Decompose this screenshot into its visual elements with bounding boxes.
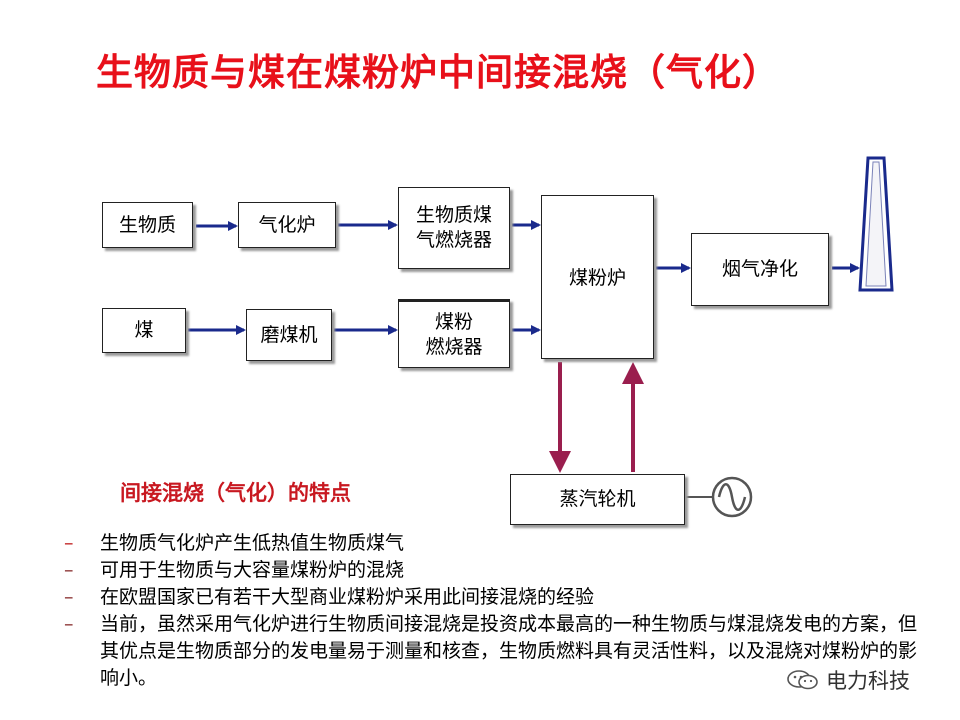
bullet-marker: – <box>64 532 74 554</box>
wechat-icon <box>787 670 818 690</box>
turbine-label: 蒸汽轮机 <box>559 488 636 510</box>
list-item: – 在欧盟国家已有若干大型商业煤粉炉采用此间接混烧的经验 <box>62 584 932 611</box>
flue-cleaning-box: 烟气净化 <box>691 233 829 306</box>
feature-list: – 生物质气化炉产生低热值生物质煤气 – 可用于生物质与大容量煤粉炉的混烧 – 在欧盟… <box>62 530 932 692</box>
biomass-box: 生物质 <box>102 202 193 248</box>
bullet-text: 生物质气化炉产生低热值生物质煤气 <box>100 532 405 554</box>
list-item: – 当前，虽然采用气化炉进行生物质间接混烧是投资成本最高的一种生物质与煤混烧发电的… <box>62 611 932 692</box>
gasifier-box: 气化炉 <box>238 202 336 248</box>
coal-box: 煤 <box>102 308 186 353</box>
list-item: – 可用于生物质与大容量煤粉炉的混烧 <box>62 557 932 584</box>
biomass-label: 生物质 <box>118 213 176 236</box>
biogas-burner-label: 生物质煤 气燃烧器 <box>415 204 492 251</box>
boiler-box: 煤粉炉 <box>541 195 654 359</box>
bullet-text: 当前，虽然采用气化炉进行生物质间接混烧是投资成本最高的一种生物质与煤混烧发电的方… <box>100 613 918 689</box>
bullet-marker: – <box>64 613 74 635</box>
mill-label: 磨煤机 <box>260 323 318 346</box>
chimney-icon <box>858 156 894 292</box>
boiler-label: 煤粉炉 <box>568 267 626 289</box>
page-title: 生物质与煤在煤粉炉中间接混烧（气化） <box>96 51 780 94</box>
flue-cleaning-label: 烟气净化 <box>721 258 798 280</box>
bullet-text: 可用于生物质与大容量煤粉炉的混烧 <box>100 559 405 581</box>
bullet-text: 在欧盟国家已有若干大型商业煤粉炉采用此间接混烧的经验 <box>100 586 595 608</box>
features-subtitle: 间接混烧（气化）的特点 <box>120 481 351 505</box>
gasifier-label: 气化炉 <box>258 213 316 236</box>
coal-label: 煤 <box>134 319 154 341</box>
bullet-marker: – <box>64 586 74 608</box>
list-item: – 生物质气化炉产生低热值生物质煤气 <box>62 530 932 557</box>
mill-box: 磨煤机 <box>246 309 332 361</box>
watermark-text: 电力科技 <box>826 669 910 693</box>
biogas-burner-box: 生物质煤 气燃烧器 <box>398 187 510 269</box>
generator-icon <box>711 476 753 518</box>
turbine-box: 蒸汽轮机 <box>510 474 685 525</box>
coal-burner-label: 煤粉 燃烧器 <box>425 310 483 358</box>
bullet-marker: – <box>64 559 74 581</box>
coal-burner-box: 煤粉 燃烧器 <box>398 299 510 368</box>
watermark: 电力科技 <box>786 665 910 695</box>
